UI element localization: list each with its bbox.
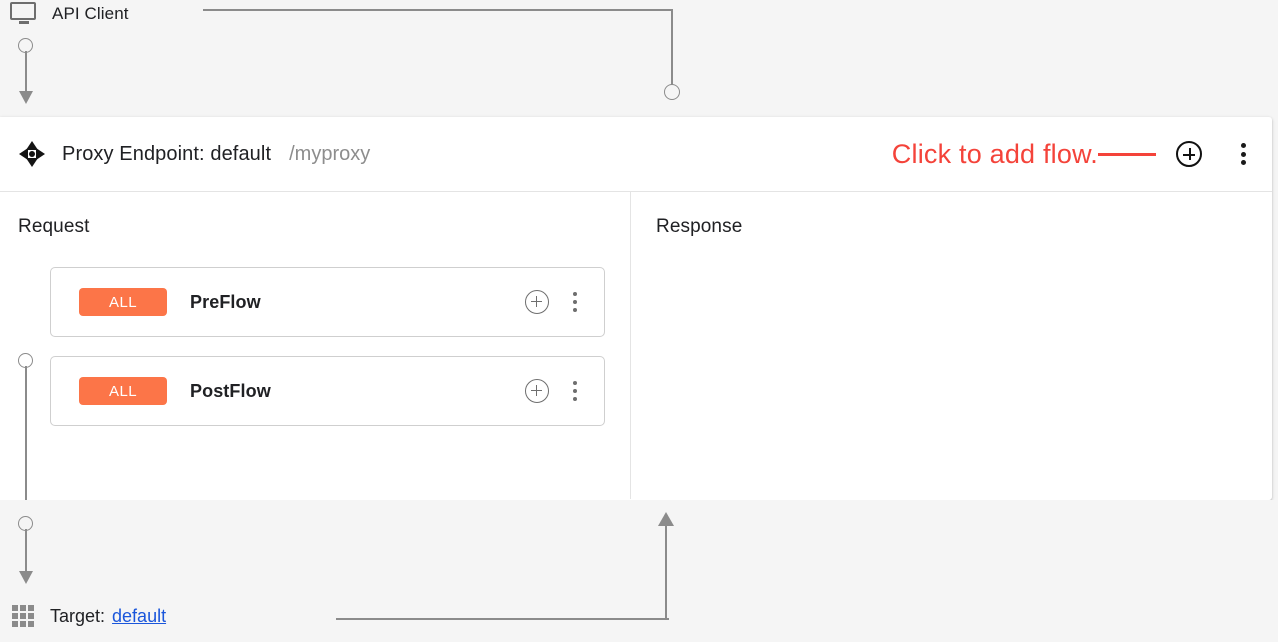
- flow-menu-button[interactable]: [564, 291, 586, 313]
- flow-condition-badge: ALL: [79, 377, 167, 405]
- annotation-pointer-line: [1098, 152, 1156, 156]
- move-handle-icon[interactable]: [18, 140, 46, 168]
- inbound-connector-endpoint-dot: [664, 84, 680, 100]
- add-policy-button[interactable]: [525, 379, 549, 403]
- flow-card[interactable]: ALL PostFlow: [50, 356, 605, 426]
- annotation-text: Click to add flow.: [891, 138, 1098, 169]
- request-column: Request ALL PreFlow: [0, 192, 631, 537]
- flow-card[interactable]: ALL PreFlow: [50, 267, 605, 337]
- flow-columns: Request ALL PreFlow: [0, 192, 1272, 537]
- outbound-connector-horizontal: [336, 618, 669, 620]
- grid-icon: [12, 605, 36, 627]
- proxy-endpoint-header: Proxy Endpoint: default /myproxy Click t…: [0, 117, 1272, 192]
- target-endpoint-link[interactable]: default: [112, 605, 167, 626]
- proxy-endpoint-title: Proxy Endpoint: default: [62, 142, 272, 165]
- flow-name: PreFlow: [190, 291, 261, 312]
- request-flow-list: ALL PreFlow ALL PostFlow: [50, 267, 605, 445]
- flow-name: PostFlow: [190, 380, 271, 401]
- flow-menu-button[interactable]: [564, 380, 586, 402]
- flow-card-actions: [525, 290, 604, 314]
- endpoint-header-actions: [1172, 141, 1272, 167]
- api-client-band: API Client: [0, 0, 1278, 117]
- api-client-label: API Client: [52, 4, 129, 23]
- proxy-endpoint-panel: Proxy Endpoint: default /myproxy Click t…: [0, 117, 1272, 537]
- add-flow-annotation: Click to add flow.: [892, 139, 1158, 170]
- flow-condition-badge: ALL: [79, 288, 167, 316]
- response-column-title: Response: [656, 216, 743, 237]
- request-column-title: Request: [18, 216, 90, 237]
- endpoint-menu-button[interactable]: [1232, 143, 1254, 165]
- add-flow-button[interactable]: [1176, 141, 1202, 167]
- target-label: Target:: [50, 605, 106, 626]
- inbound-connector-horizontal: [203, 9, 673, 11]
- monitor-icon: [10, 2, 38, 26]
- flow-card-actions: [525, 379, 604, 403]
- response-column: Response ALL PostFlow: [631, 192, 1271, 499]
- target-band: Target: default: [0, 500, 1278, 642]
- add-policy-button[interactable]: [525, 290, 549, 314]
- proxy-endpoint-basepath: /myproxy: [289, 142, 371, 165]
- target-node[interactable]: Target: default: [12, 605, 166, 627]
- api-client-node[interactable]: API Client: [10, 2, 129, 26]
- outbound-connector-vertical: [665, 524, 667, 620]
- outbound-connector-arrowhead: [658, 512, 674, 526]
- inbound-connector-vertical: [671, 9, 673, 85]
